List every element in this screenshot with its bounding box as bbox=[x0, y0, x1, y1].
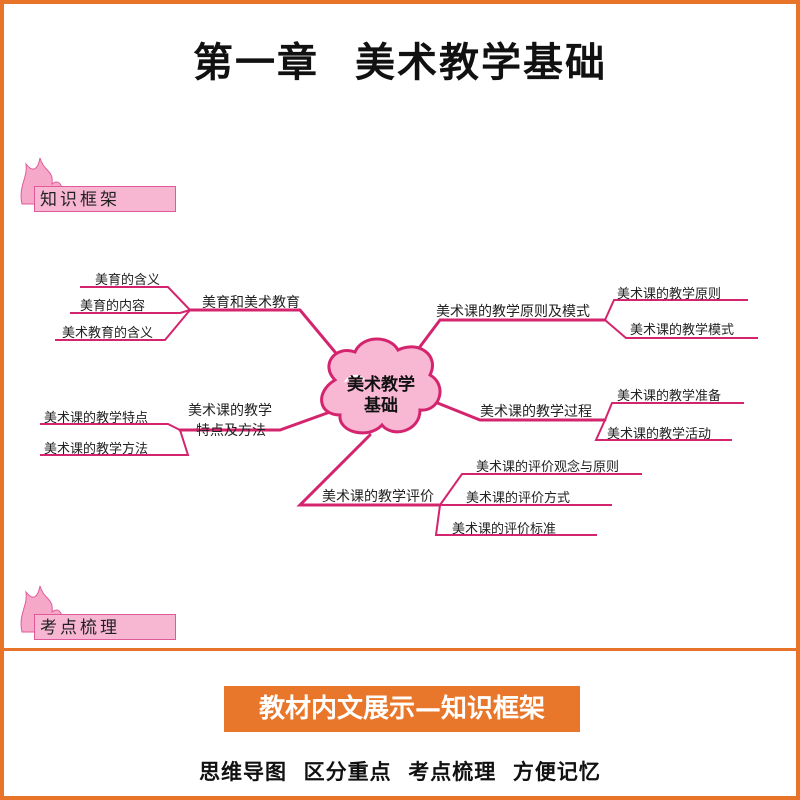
center-cloud bbox=[320, 337, 442, 435]
leaf-label: 美术课的教学模式 bbox=[630, 323, 735, 338]
branch-label-aesthetic-education: 美育和美术教育 bbox=[202, 295, 300, 311]
branch-label-teaching-process: 美术课的教学过程 bbox=[480, 404, 592, 420]
section-tag-knowledge-frame: 知识框架 bbox=[20, 157, 176, 212]
leaf-label: 美育的内容 bbox=[80, 299, 146, 314]
child-line bbox=[604, 319, 758, 339]
chapter-number: 第一章 bbox=[193, 39, 319, 86]
banner-text-1: 教材内文展示 bbox=[258, 694, 415, 724]
leaf-label: 美术课的教学活动 bbox=[607, 427, 712, 442]
center-node: 美术教学 基础 bbox=[334, 375, 428, 417]
branch-label-teaching-evaluation: 美术课的教学评价 bbox=[322, 489, 434, 505]
chapter-title: 第一章美术教学基础 bbox=[0, 30, 800, 88]
leaf-label: 美术课的教学原则 bbox=[617, 287, 722, 302]
leaf-label: 美术课的教学准备 bbox=[617, 389, 722, 404]
branch-label-teaching-features-line1: 美术课的教学 bbox=[188, 403, 272, 419]
leaf-label: 美术课的评价标准 bbox=[452, 522, 557, 537]
branch-line-left-2 bbox=[178, 410, 332, 432]
leaf-label: 美术教育的含义 bbox=[62, 326, 154, 341]
branch-line-right-2 bbox=[428, 398, 607, 422]
child-line bbox=[594, 419, 732, 441]
branch-label-teaching-features-line2: 特点及方法 bbox=[196, 423, 266, 439]
divider-line bbox=[0, 648, 800, 651]
center-node-line1: 美术教学 bbox=[347, 375, 415, 395]
section-tag-bar bbox=[34, 186, 176, 212]
leaf-label: 美术课的教学特点 bbox=[44, 411, 149, 426]
section-tag-exam-points: 考点梳理 bbox=[20, 585, 176, 640]
cloud-highlight bbox=[344, 374, 365, 383]
child-line bbox=[604, 299, 748, 321]
branch-line-right-1 bbox=[408, 318, 607, 362]
child-line bbox=[439, 473, 642, 506]
tagline: 思维导图 区分重点 考点梳理 方便记忆 bbox=[199, 760, 601, 784]
leaf-label: 美术课的评价观念与原则 bbox=[476, 460, 620, 475]
branch-line-bottom bbox=[296, 433, 442, 507]
branch-label-principles-modes: 美术课的教学原则及模式 bbox=[436, 304, 590, 320]
leaf-label: 美术课的教学方法 bbox=[44, 442, 149, 457]
child-line bbox=[40, 429, 190, 456]
child-line bbox=[40, 423, 181, 431]
leaf-label: 美育的含义 bbox=[95, 273, 161, 288]
child-line bbox=[70, 309, 191, 314]
center-node-line2: 基础 bbox=[364, 396, 398, 416]
section-tag-label: 考点梳理 bbox=[40, 618, 120, 638]
section-tag-bar bbox=[34, 614, 176, 640]
chapter-name: 美术教学基础 bbox=[355, 39, 607, 86]
branch-line-left-1 bbox=[188, 308, 352, 372]
banner-text-2: 知识框架 bbox=[441, 694, 546, 724]
child-line bbox=[80, 286, 191, 311]
child-line bbox=[55, 309, 191, 341]
child-line bbox=[604, 402, 744, 421]
child-line bbox=[434, 504, 597, 536]
section-tag-label: 知识框架 bbox=[40, 190, 120, 210]
banner-dash: — bbox=[415, 694, 441, 724]
content-banner: 教材内文展示—知识框架 bbox=[224, 686, 580, 732]
leaf-label: 美术课的评价方式 bbox=[466, 491, 571, 506]
